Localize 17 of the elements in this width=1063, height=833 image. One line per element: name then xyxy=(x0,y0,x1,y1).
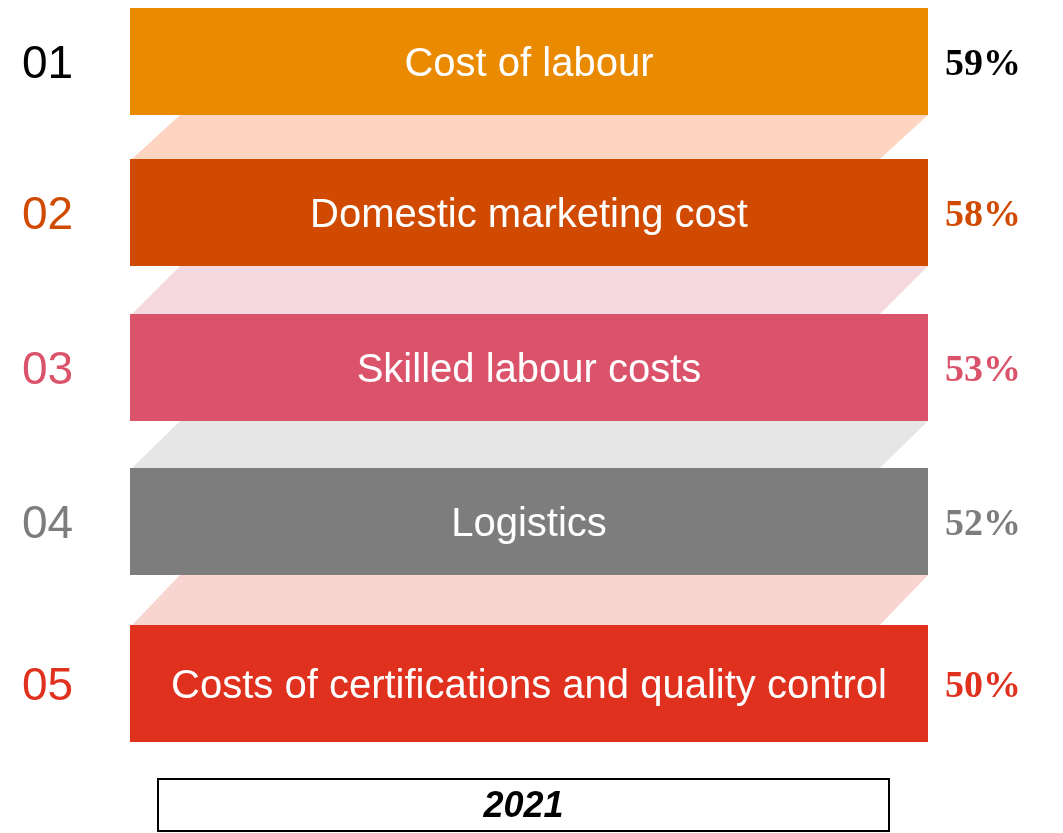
bar-label: Logistics xyxy=(451,499,607,544)
rank-number: 05 xyxy=(22,656,74,711)
bar-label: Costs of certifications and quality control xyxy=(171,661,887,706)
year-label: 2021 xyxy=(483,784,564,826)
percentage-value: 58% xyxy=(945,190,1021,235)
rank-number: 02 xyxy=(22,185,74,240)
percentage-value: 59% xyxy=(945,39,1021,84)
bar-label: Skilled labour costs xyxy=(356,345,702,390)
year-box xyxy=(157,778,890,832)
rank-number: 01 xyxy=(22,34,74,89)
percentage-value: 53% xyxy=(945,345,1021,390)
bar-label: Domestic marketing cost xyxy=(310,190,748,235)
percentage-value: 50% xyxy=(945,661,1021,706)
rank-number: 04 xyxy=(22,494,74,549)
rank-number: 03 xyxy=(22,340,74,395)
percentage-value: 52% xyxy=(945,499,1021,544)
bar-label: Cost of labour xyxy=(404,39,654,84)
